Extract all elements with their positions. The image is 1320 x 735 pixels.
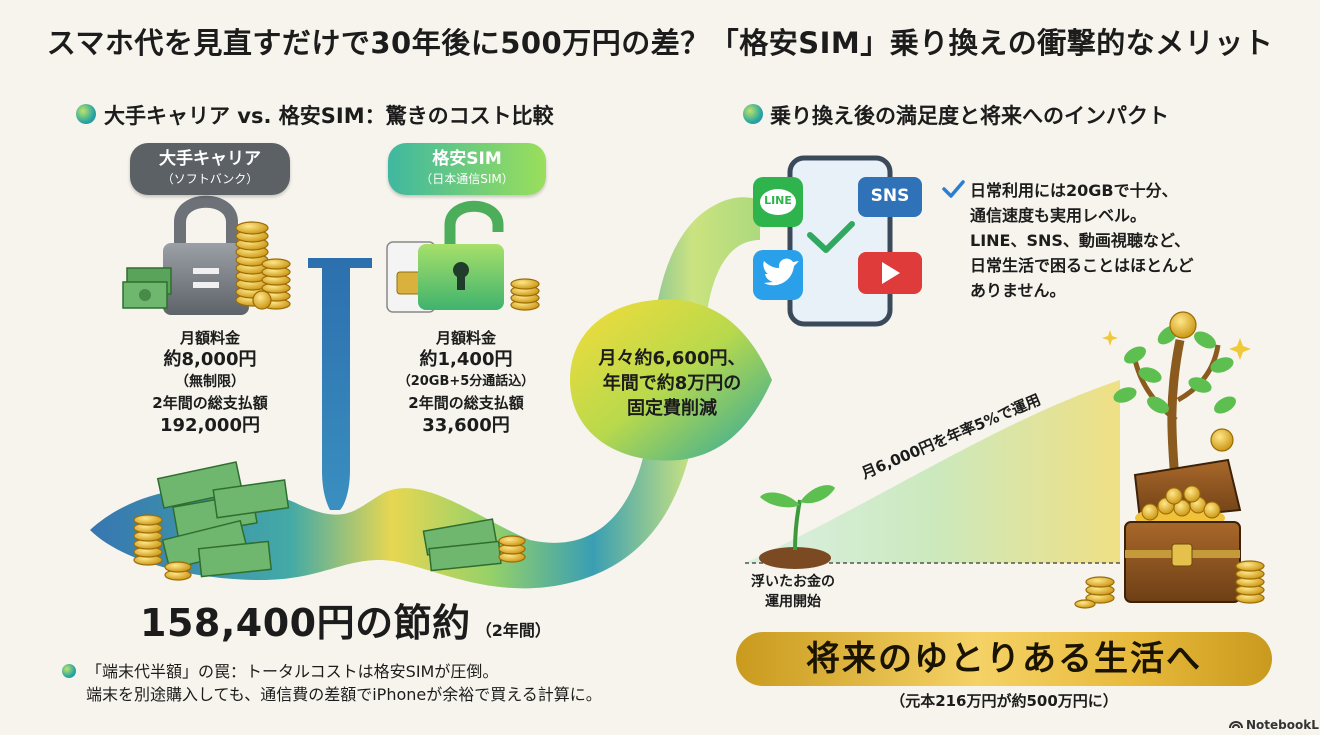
usage-check-line: LINE、SNS、動画視聴など、 [970,231,1191,250]
mvno-lock-illustration [386,200,540,313]
trap-note-line: 「端末代半額」の罠：トータルコストは格安SIMが圧倒。 [86,662,499,681]
note-bullet-icon [62,664,76,678]
investment-start-line: 浮いたお金の [751,574,835,590]
investment-start-line: 運用開始 [765,594,821,610]
investment-start-label: 浮いたお金の 運用開始 [733,572,853,612]
trap-note: 「端末代半額」の罠：トータルコストは格安SIMが圧倒。 端末を別途購入しても、通… [86,660,602,706]
notebooklm-logo-icon [1229,721,1243,729]
savings-total-value: 158,400円の節約 [140,601,471,645]
money-pile-small [422,518,526,572]
savings-leaf-bubble [570,299,772,461]
sns-app-label: SNS [870,186,910,206]
future-banner: 将来のゆとりある生活へ [736,632,1272,686]
savings-bubble-text: 月々約6,600円、 年間で約8万円の 固定費削減 [574,346,770,421]
mvno-name: 格安SIM [432,149,502,169]
section-bullet-icon [743,104,763,124]
carrier-monthly-note: （無制限） [175,374,245,390]
footer-brand: NotebookLM [1246,718,1320,732]
sprout-icon [759,485,835,569]
treasure-chest-icon [1074,458,1265,609]
savings-total: 158,400円の節約 （2年間） [140,592,551,647]
carrier-label-pill: 大手キャリア （ソフトバンク） [130,143,290,195]
right-section-title: 乗り換え後の満足度と将来へのインパクト [770,104,1169,128]
mvno-sub: （日本通信SIM） [420,172,514,186]
mvno-monthly-note: （20GB+5分通話込） [397,374,535,389]
savings-total-period: （2年間） [475,621,551,640]
growth-area [745,380,1120,564]
flow-stem [308,258,372,510]
usage-check-line: ありません。 [970,281,1066,300]
line-app-label: LINE [764,194,792,207]
mvno-monthly-value: 約1,400円 [419,349,513,370]
section-bullet-icon [76,104,96,124]
carrier-total-label: 2年間の総支払額 [152,394,268,412]
future-banner-sub: （元本216万円が約500万円に） [890,692,1118,710]
main-title: スマホ代を見直すだけで30年後に500万円の差？「格安SIM」乗り換えの衝撃的な… [46,26,1274,60]
carrier-total-value: 192,000円 [160,415,260,436]
savings-bubble-line: 固定費削減 [627,398,717,419]
savings-bubble-line: 月々約6,600円、 [598,348,746,369]
mvno-total-label: 2年間の総支払額 [408,394,524,412]
phone-apps-illustration [753,155,922,327]
carrier-monthly-value: 約8,000円 [163,349,257,370]
money-pile-large [133,461,290,581]
left-section-title: 大手キャリア vs. 格安SIM：驚きのコスト比較 [104,104,554,128]
savings-bubble-line: 年間で約8万円の [602,373,742,394]
usage-check-line: 通信速度も実用レベル。 [970,206,1147,225]
carrier-monthly-label: 月額料金 [179,329,240,347]
money-tree-icon [1102,311,1251,481]
usage-check-text: 日常利用には20GBで十分、 通信速度も実用レベル。 LINE、SNS、動画視聴… [970,178,1194,303]
carrier-name: 大手キャリア [159,149,261,169]
check-icon [942,180,965,198]
usage-check-line: 日常生活で困ることはほとんど [970,256,1194,275]
mvno-cost-block: 月額料金 約1,400円 （20GB+5分通話込） 2年間の総支払額 33,60… [378,328,554,438]
carrier-cost-block: 月額料金 約8,000円 （無制限） 2年間の総支払額 192,000円 [135,328,285,438]
carrier-sub: （ソフトバンク） [161,172,259,186]
carrier-lock-illustration [122,195,291,315]
trap-note-line: 端末を別途購入しても、通信費の差額でiPhoneが余裕で買える計算に。 [86,685,602,704]
mvno-monthly-label: 月額料金 [435,329,496,347]
mvno-total-value: 33,600円 [422,415,510,436]
mvno-label-pill: 格安SIM （日本通信SIM） [388,143,546,195]
usage-check-line: 日常利用には20GBで十分、 [970,181,1178,200]
